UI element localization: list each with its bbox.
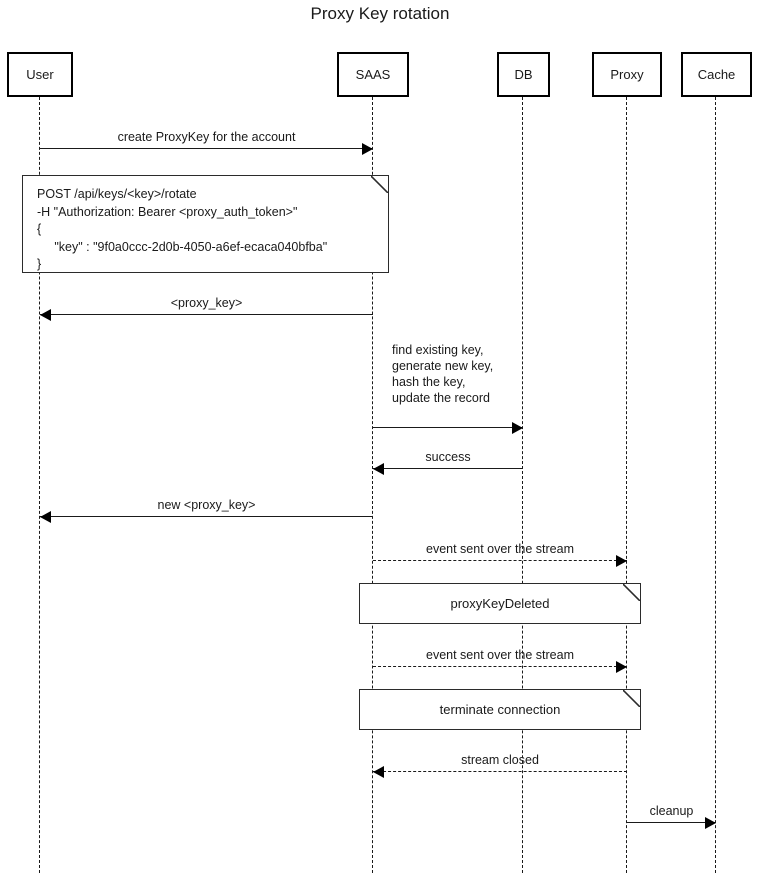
message-line-m8 [373, 771, 627, 772]
note-fold-corner-icon [623, 690, 640, 707]
lifeline-user [39, 97, 40, 873]
note-fold-corner-icon [623, 584, 640, 601]
actor-label: User [26, 67, 54, 82]
message-line-m5 [40, 516, 373, 517]
arrow-head-m4 [373, 463, 384, 475]
arrow-head-m5 [40, 511, 51, 523]
note-fold-corner-icon [371, 176, 388, 193]
note-note-terminate-connection: terminate connection [359, 689, 641, 730]
message-line-m3 [373, 427, 523, 428]
actor-label: Cache [697, 67, 736, 82]
actor-box-saas[interactable]: SAAS [337, 52, 409, 97]
arrow-head-m9 [705, 817, 716, 829]
message-label-m7: event sent over the stream [426, 648, 574, 662]
note-note-request: POST /api/keys/<key>/rotate -H "Authoriz… [22, 175, 389, 273]
actor-label: DB [514, 67, 533, 82]
message-label-m8: stream closed [461, 753, 539, 767]
message-line-m7 [373, 666, 627, 667]
arrow-head-m1 [362, 143, 373, 155]
arrow-head-m3 [512, 422, 523, 434]
self-note-saas-processing-note: find existing key, generate new key, has… [392, 343, 494, 405]
message-label-m4: success [425, 450, 471, 464]
message-line-m6 [373, 560, 627, 561]
lifeline-saas [372, 97, 373, 873]
actor-box-cache[interactable]: Cache [681, 52, 752, 97]
message-line-m1 [40, 148, 373, 149]
lifeline-proxy [626, 97, 627, 873]
note-text: terminate connection [439, 701, 561, 717]
arrow-head-m8 [373, 766, 384, 778]
arrow-head-m2 [40, 309, 51, 321]
message-line-m9 [627, 822, 716, 823]
actor-box-db[interactable]: DB [497, 52, 550, 97]
arrow-head-m6 [616, 555, 627, 567]
lifeline-cache [715, 97, 716, 873]
actor-label: Proxy [610, 67, 644, 82]
note-text: POST /api/keys/<key>/rotate -H "Authoriz… [37, 187, 328, 271]
page-title: Proxy Key rotation [310, 4, 450, 23]
actor-box-proxy[interactable]: Proxy [592, 52, 662, 97]
message-line-m2 [40, 314, 373, 315]
arrow-head-m7 [616, 661, 627, 673]
note-text: proxyKeyDeleted [450, 595, 550, 611]
note-note-proxy-key-deleted: proxyKeyDeleted [359, 583, 641, 624]
actor-label: SAAS [355, 67, 391, 82]
lifeline-db [522, 97, 523, 873]
message-label-m2: <proxy_key> [170, 296, 243, 310]
actor-box-user[interactable]: User [7, 52, 73, 97]
message-label-m6: event sent over the stream [426, 542, 574, 556]
message-label-m9: cleanup [649, 804, 694, 818]
message-line-m4 [373, 468, 523, 469]
message-label-m5: new <proxy_key> [157, 498, 256, 512]
message-label-m1: create ProxyKey for the account [117, 130, 296, 144]
